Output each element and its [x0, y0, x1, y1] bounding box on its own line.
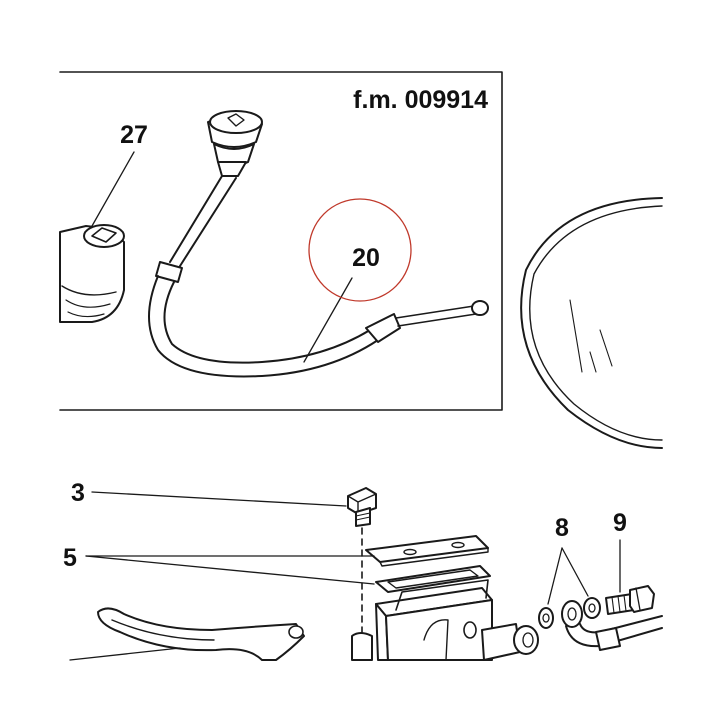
label-9: 9 — [613, 509, 627, 537]
leader-27 — [91, 151, 135, 227]
part-8-washers — [538, 597, 601, 629]
label-5: 5 — [63, 544, 77, 572]
leader-5b — [85, 555, 375, 585]
label-8: 8 — [555, 514, 569, 542]
figure-reference: f.m. 009914 — [353, 86, 488, 114]
mirror-glass — [520, 197, 663, 449]
part-9-bolt — [605, 585, 655, 615]
part-20-cable — [148, 110, 489, 378]
label-20: 20 — [352, 244, 380, 272]
banjo-hose — [561, 600, 663, 651]
part-5-cover — [365, 535, 489, 567]
highlight-circle — [308, 198, 412, 302]
brake-lever — [69, 607, 305, 661]
leader-20 — [303, 277, 353, 363]
inset-frame — [59, 71, 503, 411]
label-27: 27 — [120, 121, 148, 149]
leader-3 — [91, 491, 347, 507]
part-27-socket — [59, 224, 125, 323]
label-3: 3 — [71, 479, 85, 507]
part-3-screw — [347, 487, 377, 641]
part-5-gasket — [375, 565, 491, 593]
master-cylinder-body — [351, 579, 539, 661]
leader-8b — [561, 547, 589, 597]
leader-8a — [547, 547, 563, 605]
